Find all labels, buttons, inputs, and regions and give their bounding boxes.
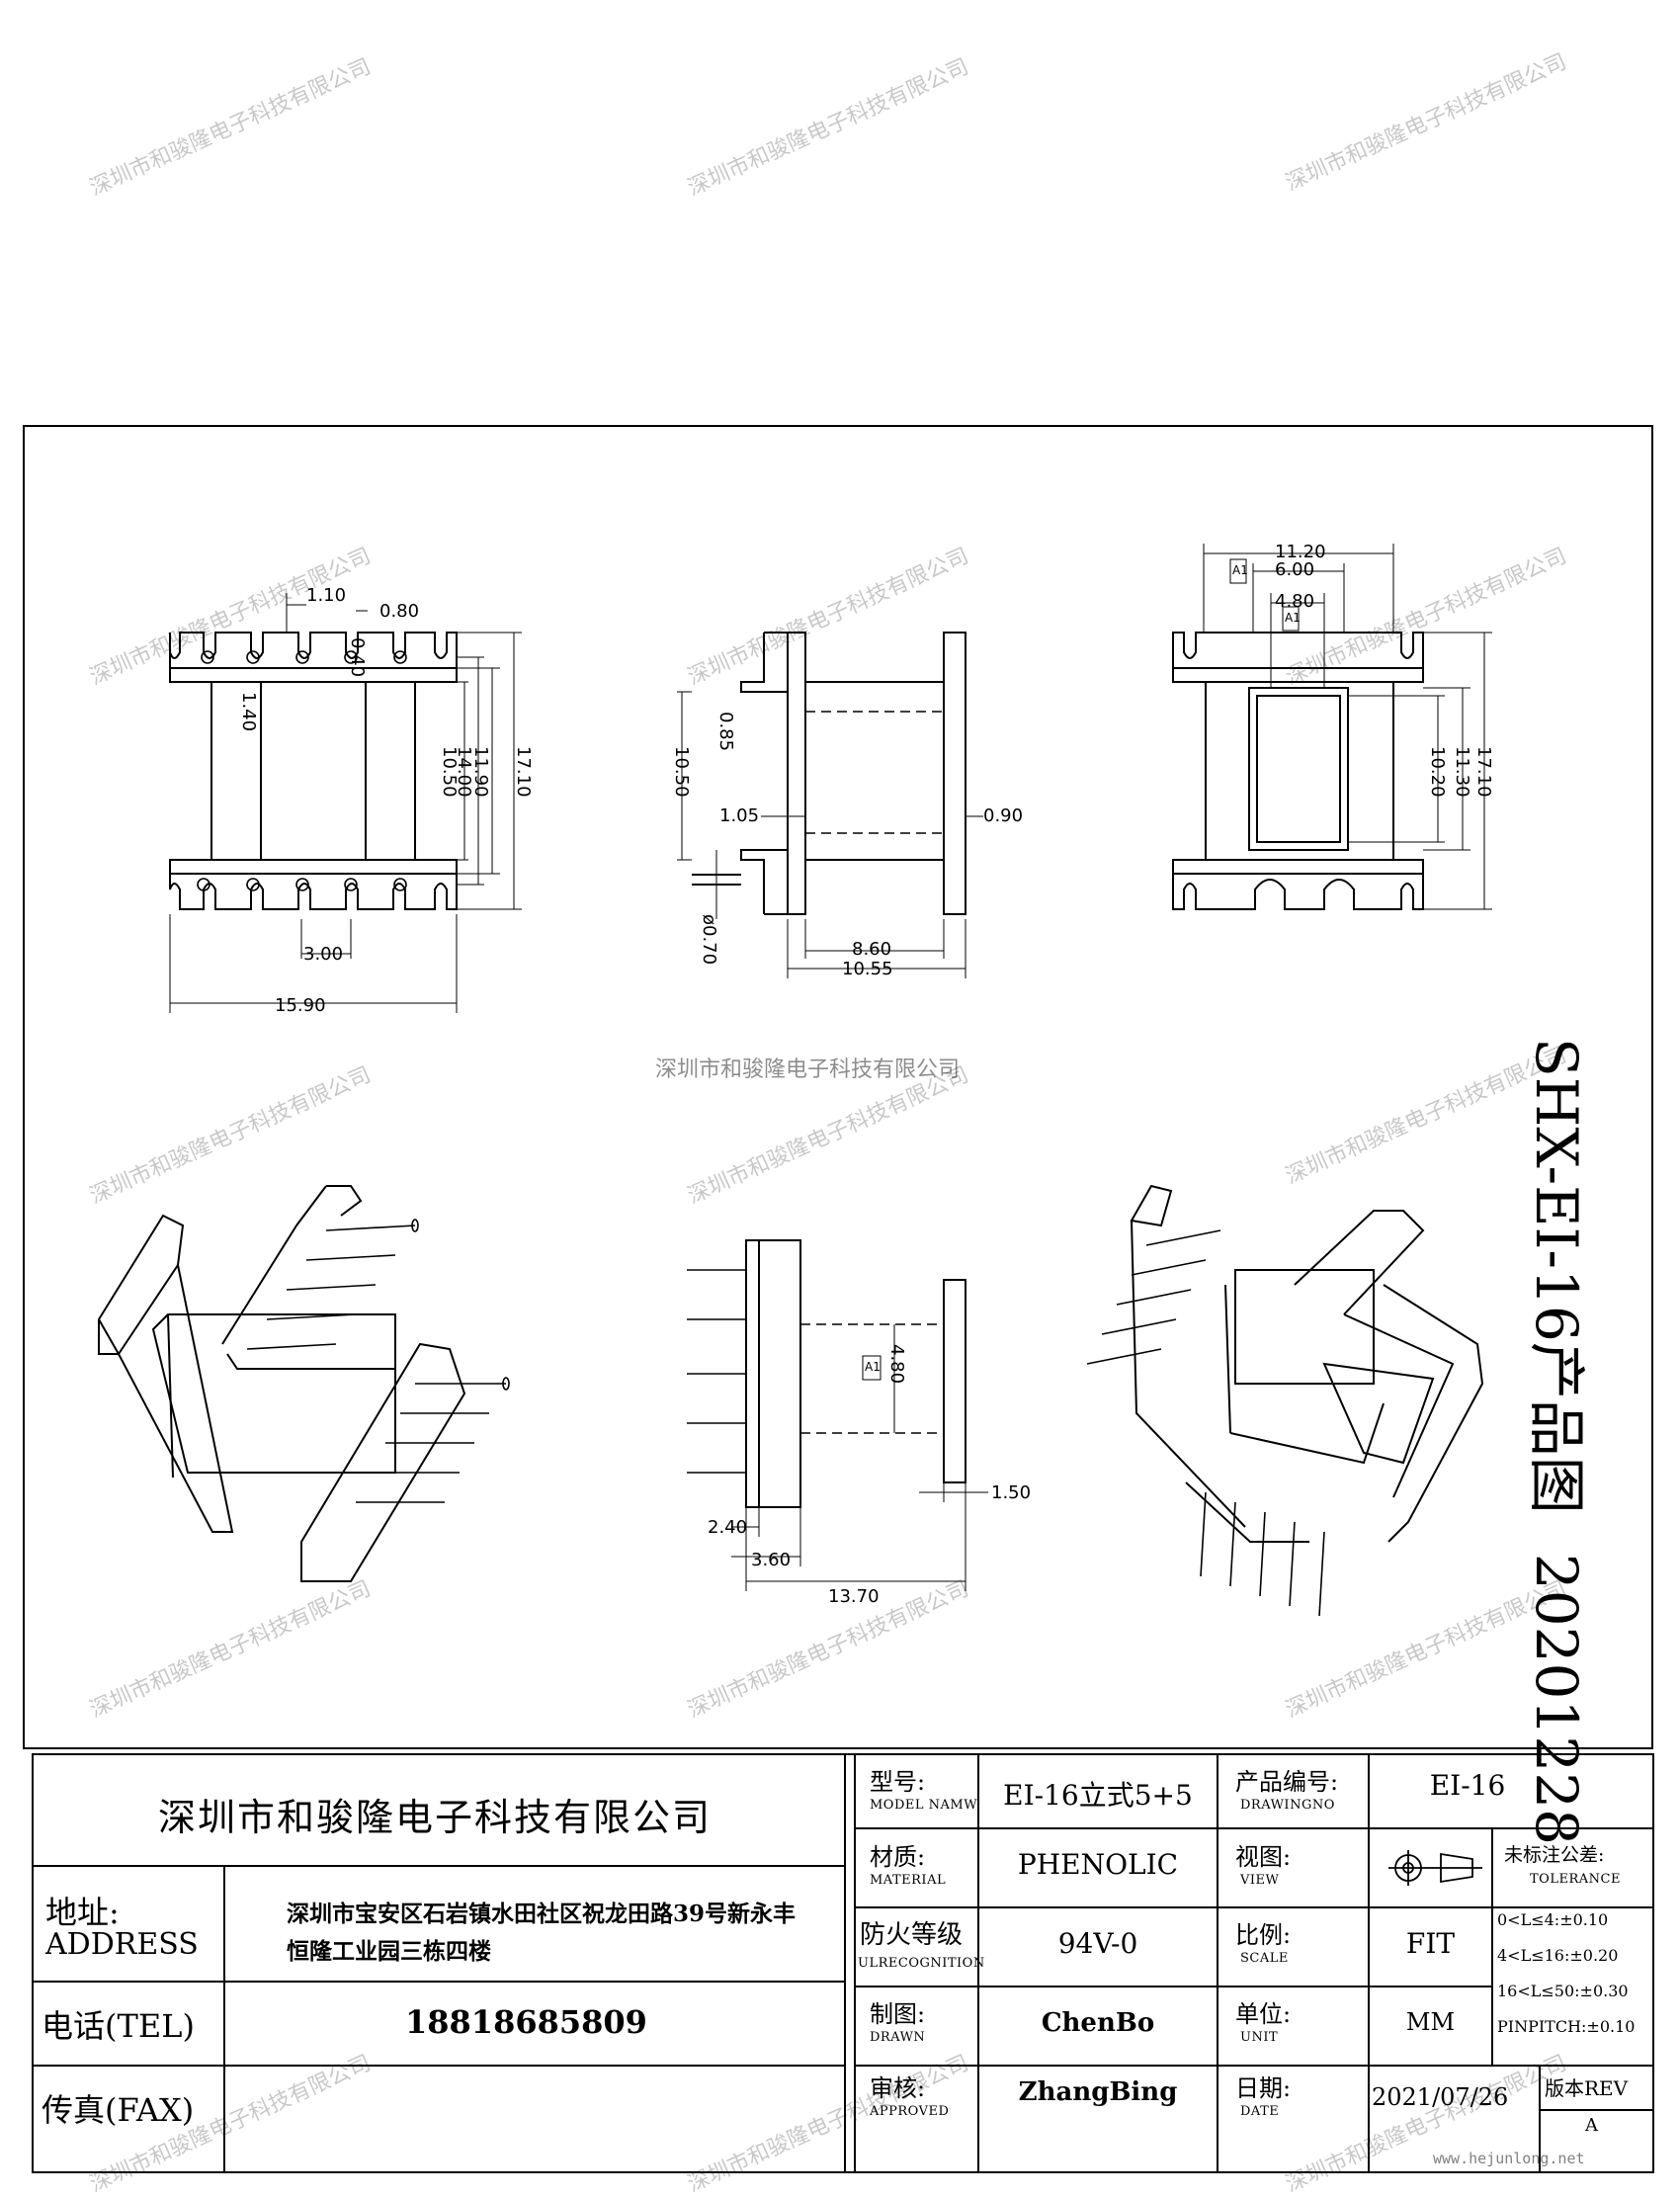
scale-value: FIT: [1405, 1927, 1456, 1960]
date-value: 2021/07/26: [1372, 2083, 1509, 2111]
dim-label: 0.90: [983, 805, 1024, 826]
dim-label: 13.70: [828, 1586, 880, 1607]
address-label-cn: 地址:: [45, 1894, 120, 1931]
model-value: EI-16立式5+5: [1003, 1779, 1193, 1812]
material-value: PHENOLIC: [1017, 1848, 1179, 1881]
view-label: 视图:: [1235, 1843, 1292, 1871]
isometric-view-left: [97, 1185, 510, 1582]
drawn-label-en: DRAWN: [870, 2030, 926, 2045]
datum-label: A1: [865, 1360, 881, 1374]
tolerance-line: 4<L≤16:±0.20: [1497, 1946, 1619, 1965]
address-line-1: 深圳市宝安区石岩镇水田社区祝龙田路39号新永丰: [287, 1901, 797, 1927]
view-label-en: VIEW: [1240, 1873, 1280, 1888]
unit-value: MM: [1405, 2008, 1456, 2036]
watermark-text: 深圳市和骏隆电子科技有限公司: [1282, 2051, 1570, 2198]
datum-label: A1: [1285, 611, 1301, 625]
tolerance-label: 未标注公差:: [1504, 1844, 1605, 1866]
watermark-text: 深圳市和骏隆电子科技有限公司: [655, 1057, 961, 1082]
model-label: 型号:: [870, 1768, 926, 1796]
approved-label-en: APPROVED: [870, 2104, 950, 2119]
dim-label: 17.10: [1473, 746, 1494, 798]
drawing-frame: [23, 425, 1653, 1749]
material-label: 材质:: [870, 1843, 926, 1871]
website-watermark: www.hejunlong.net: [1433, 2150, 1585, 2167]
tolerance-line: PINPITCH:±0.10: [1497, 2017, 1636, 2036]
dim-label: 10.20: [1427, 746, 1448, 798]
dim-label: 2.40: [708, 1517, 748, 1538]
technical-drawing: [97, 544, 1492, 1617]
bottom-view: [687, 1239, 988, 1591]
approved-value: ZhangBing: [1018, 2077, 1178, 2107]
dim-label: 10.50: [439, 746, 460, 798]
dim-label: 3.60: [751, 1550, 792, 1570]
dim-label: 1.10: [306, 585, 347, 606]
front-view: [169, 593, 522, 1013]
dim-label: 8.60: [852, 939, 892, 960]
fax-label: 传真(FAX): [42, 2091, 195, 2129]
unit-label-en: UNIT: [1240, 2030, 1279, 2045]
dim-label: 1.40: [238, 692, 259, 732]
dim-label: 10.55: [842, 959, 893, 979]
dim-label: 6.00: [1275, 559, 1315, 580]
drawingno-value: EI-16: [1429, 1769, 1506, 1802]
drawingno-label-en: DRAWINGNO: [1240, 1798, 1335, 1813]
tel-label: 电话(TEL): [42, 2007, 195, 2045]
dim-label: 0.40: [347, 637, 368, 678]
dim-label: ø0.70: [699, 914, 719, 966]
drawing-side-title: SHX-EI-16产品图20201228: [1520, 1038, 1603, 1845]
projection-symbol: [1388, 1850, 1482, 1886]
dim-label: 4.80: [1275, 591, 1315, 612]
material-label-en: MATERIAL: [870, 1873, 947, 1888]
drawn-value: ChenBo: [1041, 2008, 1155, 2038]
tolerance-line: 16<L≤50:±0.30: [1497, 1982, 1629, 2000]
side-view: [677, 632, 983, 978]
dim-label: 11.30: [1452, 746, 1472, 798]
dim-label: 1.50: [991, 1482, 1032, 1503]
dim-label: 0.85: [715, 712, 736, 752]
tolerance-label-en: TOLERANCE: [1530, 1872, 1621, 1887]
fire-label-en: ULRECOGNITION: [858, 1956, 985, 1971]
unit-label: 单位:: [1235, 2000, 1292, 2028]
dim-label: 11.20: [1275, 542, 1326, 562]
dim-label: 10.50: [671, 746, 692, 798]
dim-label: 15.90: [275, 995, 326, 1016]
dim-label: 0.80: [379, 601, 420, 622]
rev-value: A: [1585, 2115, 1598, 2136]
company-name: 深圳市和骏隆电子科技有限公司: [158, 1796, 713, 1839]
isometric-view-right: [1086, 1184, 1484, 1617]
date-label-en: DATE: [1240, 2104, 1280, 2119]
tel-value: 18818685809: [405, 2003, 647, 2041]
dim-label: 1.05: [719, 805, 760, 826]
address-line-2: 恒隆工业园三栋四楼: [287, 1938, 491, 1965]
rev-label: 版本REV: [1545, 2076, 1629, 2100]
drawn-label: 制图:: [870, 2000, 926, 2028]
datum-label: A1: [1232, 563, 1248, 577]
address-label-en: ADDRESS: [45, 1927, 199, 1962]
date-label: 日期:: [1235, 2074, 1292, 2102]
model-label-en: MODEL NAMW: [870, 1798, 978, 1813]
dim-label: 3.00: [303, 944, 344, 965]
scale-label-en: SCALE: [1240, 1951, 1289, 1966]
fire-value: 94V-0: [1057, 1927, 1138, 1960]
right-view: [1172, 544, 1492, 910]
approved-label: 审核:: [870, 2074, 926, 2102]
dim-label: 4.80: [886, 1344, 907, 1385]
dim-label: 11.90: [470, 746, 491, 798]
drawingno-label: 产品编号:: [1235, 1768, 1339, 1796]
tolerance-line: 0<L≤4:±0.10: [1497, 1910, 1609, 1929]
drawing-title: SHX-EI-16产品图: [1523, 1038, 1590, 1514]
fire-label: 防火等级: [860, 1920, 964, 1950]
scale-label: 比例:: [1235, 1921, 1292, 1949]
dim-label: 17.10: [513, 746, 534, 798]
watermark-text: 深圳市和骏隆电子科技有限公司: [684, 2051, 972, 2198]
